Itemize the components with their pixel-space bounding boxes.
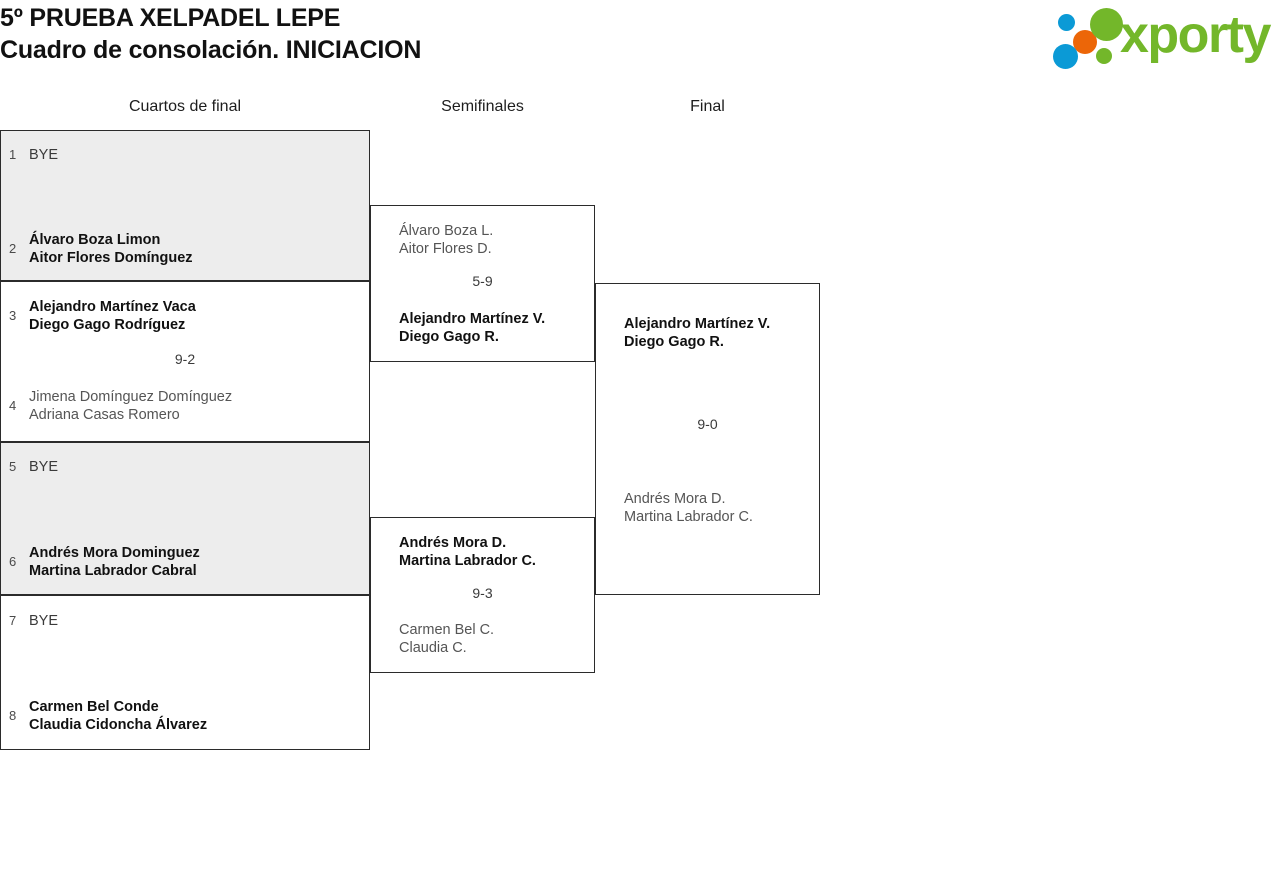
match-r2-1-score: 5-9: [472, 273, 493, 289]
player-name-1: Andrés Mora D.: [399, 535, 507, 551]
xporty-logo[interactable]: xporty: [1050, 6, 1274, 69]
player-name-2: Diego Gago Rodríguez: [29, 317, 186, 333]
match-r1-3-top[interactable]: 5 BYE: [1, 458, 369, 476]
player-names: BYE: [29, 146, 58, 164]
player-names: Alejandro Martínez V. Diego Gago R.: [399, 310, 545, 346]
player-name-2: Aitor Flores D.: [399, 241, 492, 257]
tournament-title-line-2: Cuadro de consolación. INICIACION: [0, 36, 422, 64]
seed-number: 1: [9, 147, 17, 162]
logo-dot-green-small-icon: [1096, 48, 1112, 64]
round-header-final: Final: [690, 98, 725, 115]
seed-number: 2: [9, 241, 17, 256]
player-name-2: Martina Labrador C.: [624, 509, 753, 525]
player-names: BYE: [29, 458, 58, 476]
logo-dot-green-large-icon: [1090, 8, 1123, 41]
page-header: 5º PRUEBA XELPADEL LEPE Cuadro de consol…: [0, 0, 1280, 84]
seed-number: 7: [9, 613, 17, 628]
player-name-1: Alejandro Martínez V.: [399, 311, 546, 327]
logo-wordmark: xporty: [1120, 6, 1271, 64]
player-name-2: Claudia C.: [399, 640, 467, 656]
seed-number: 6: [9, 554, 17, 569]
player-name-2: Aitor Flores Domínguez: [29, 250, 193, 266]
player-name-1: Alejandro Martínez V.: [624, 316, 771, 332]
player-name-1: BYE: [29, 613, 59, 629]
logo-dots-icon: [1050, 6, 1128, 69]
match-r2-1-bottom[interactable]: Alejandro Martínez V. Diego Gago R.: [371, 310, 594, 346]
match-r2-2-bottom[interactable]: Carmen Bel C. Claudia C.: [371, 621, 594, 657]
seed-number: 5: [9, 459, 17, 474]
match-r2-2-top[interactable]: Andrés Mora D. Martina Labrador C.: [371, 534, 594, 570]
player-name-1: Alejandro Martínez Vaca: [29, 299, 196, 315]
player-name-1: Jimena Domínguez Domínguez: [29, 389, 233, 405]
seed-number: 8: [9, 708, 17, 723]
player-name-2: Martina Labrador Cabral: [29, 563, 197, 579]
match-r3-1[interactable]: Alejandro Martínez V. Diego Gago R. Andrés…: [595, 283, 820, 595]
player-name-1: Álvaro Boza L.: [399, 223, 494, 239]
match-r3-1-score: 9-0: [697, 416, 718, 432]
match-r1-2-score: 9-2: [174, 351, 196, 367]
seed-number: 4: [9, 398, 17, 413]
player-names: Álvaro Boza L. Aitor Flores D.: [399, 222, 493, 258]
player-name-2: Diego Gago R.: [399, 329, 499, 345]
match-r2-2-score: 9-3: [472, 585, 493, 601]
player-name-1: Andrés Mora D.: [624, 491, 726, 507]
match-r3-1-bottom[interactable]: Andrés Mora D. Martina Labrador C.: [596, 490, 819, 526]
seed-number: 3: [9, 308, 17, 323]
match-r1-4-top[interactable]: 7 BYE: [1, 612, 369, 630]
match-r2-2[interactable]: Andrés Mora D. Martina Labrador C. Carmen …: [370, 517, 595, 673]
player-name-1: Carmen Bel C.: [399, 622, 495, 638]
round-header-semifinales: Semifinales: [441, 98, 524, 115]
page-title: 5º PRUEBA XELPADEL LEPE Cuadro de consol…: [0, 2, 421, 66]
player-name-2: Diego Gago R.: [624, 334, 724, 350]
player-name-2: Claudia Cidoncha Álvarez: [29, 717, 208, 733]
player-name-1: Carmen Bel Conde: [29, 699, 159, 715]
match-r2-1-top[interactable]: Álvaro Boza L. Aitor Flores D.: [371, 222, 594, 258]
player-name-2: Martina Labrador C.: [399, 553, 536, 569]
player-names: Andrés Mora D. Martina Labrador C.: [624, 490, 753, 526]
player-name-1: Álvaro Boza Limon: [29, 232, 161, 248]
player-name-1: Andrés Mora Dominguez: [29, 545, 200, 561]
match-r3-1-top[interactable]: Alejandro Martínez V. Diego Gago R.: [596, 315, 819, 351]
round-header-cuartos: Cuartos de final: [128, 98, 242, 115]
match-r2-1[interactable]: Álvaro Boza L. Aitor Flores D. Alejandro M…: [370, 205, 595, 362]
player-name-2: Adriana Casas Romero: [29, 407, 180, 423]
tournament-title-line-1: 5º PRUEBA XELPADEL LEPE: [0, 4, 341, 32]
logo-dot-blue-large-icon: [1053, 44, 1078, 69]
player-names: Carmen Bel C. Claudia C.: [399, 621, 494, 657]
player-name-1: BYE: [29, 147, 59, 163]
match-r1-1-top[interactable]: 1 BYE: [1, 146, 369, 164]
player-names: Alejandro Martínez V. Diego Gago R.: [624, 315, 770, 351]
logo-dot-blue-small-icon: [1058, 14, 1075, 31]
player-names: Andrés Mora D. Martina Labrador C.: [399, 534, 536, 570]
player-names: BYE: [29, 612, 58, 630]
player-name-1: BYE: [29, 459, 59, 475]
